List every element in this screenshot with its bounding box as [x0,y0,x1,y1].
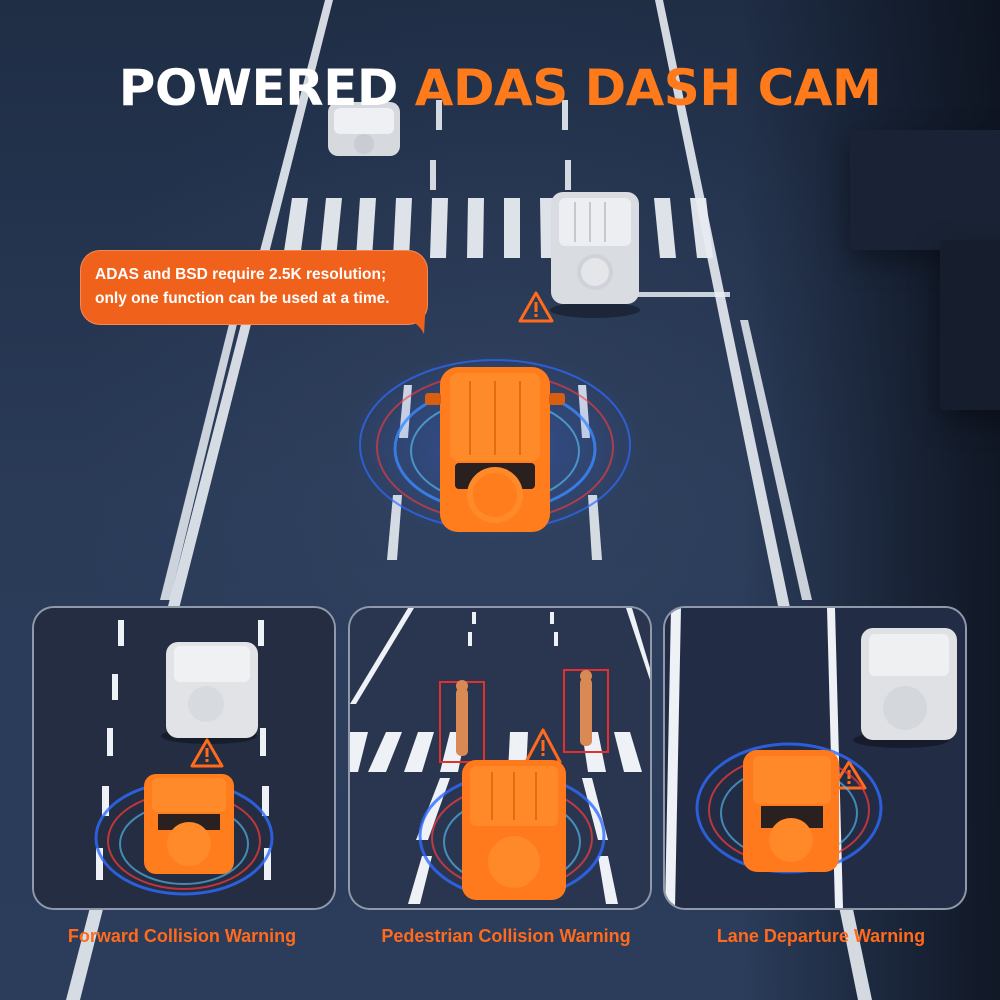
orange-suv-hero [345,350,645,540]
bubble-tail [398,300,426,334]
crosswalk [350,732,642,772]
pedestrian-left [439,680,485,763]
panel-pedestrian-collision [348,606,652,910]
orange-suv [144,774,234,874]
caption-lane-departure: Lane Departure Warning [716,926,926,946]
warning-triangle-icon [518,291,554,323]
notice-line-1: ADAS and BSD require 2.5K resolution; [95,266,387,283]
caption-forward-collision: Forward Collision Warning [67,926,297,946]
panel-forward-collision [32,606,336,910]
caption-pedestrian-collision: Pedestrian Collision Warning [381,926,631,946]
white-suv [161,642,258,744]
notice-bubble: ADAS and BSD require 2.5K resolution; on… [80,250,428,325]
building-block [940,240,1000,410]
notice-line-2: only one function can be used at a time. [95,290,390,307]
white-suv-far [328,102,400,156]
orange-suv [462,760,566,900]
pedestrian-right [563,669,609,753]
lane-departure-illustration [665,608,965,908]
building-block [850,130,1000,250]
white-suv [853,628,957,748]
headline: POWERED ADAS DASH CAM [0,58,1000,118]
pedestrian-collision-illustration [350,608,650,908]
forward-collision-illustration [34,608,334,908]
white-suv-ahead [550,192,640,318]
warning-triangle-icon [190,738,224,768]
orange-suv [743,750,839,872]
headline-orange: ADAS DASH CAM [414,59,882,117]
panel-lane-departure [663,606,967,910]
headline-white: POWERED [118,59,399,117]
